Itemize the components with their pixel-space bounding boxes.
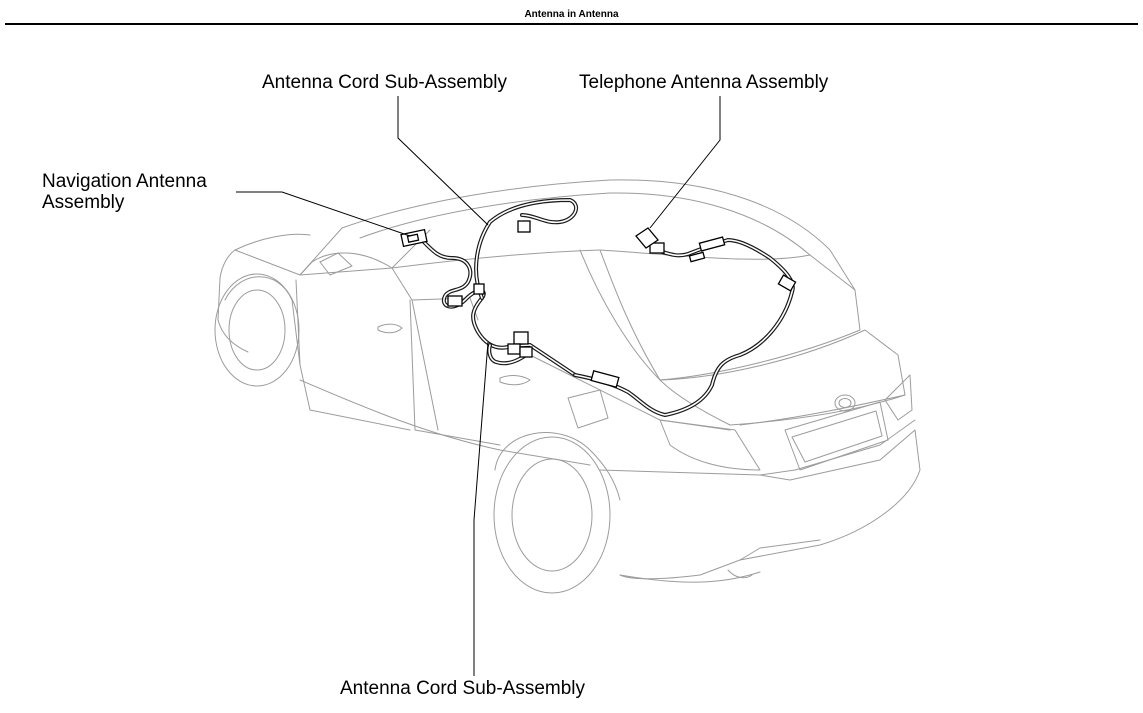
tail-light-right [884, 374, 913, 421]
front-door [295, 279, 411, 431]
connectors [400, 220, 797, 388]
windshield [299, 227, 431, 276]
connector-rear-inline [590, 370, 620, 388]
callout-navigation-antenna-line2: Assembly [42, 192, 125, 213]
rear-emblem [834, 394, 856, 412]
connector-telephone-3 [688, 251, 706, 263]
header-divider [5, 23, 1138, 25]
connector-nav-lower [447, 295, 463, 307]
callout-navigation-antenna-line1: Navigation Antenna [42, 171, 207, 192]
roof-inner-line [359, 192, 811, 256]
callout-telephone-antenna: Telephone Antenna Assembly [579, 72, 829, 93]
door-handle-front [377, 323, 403, 334]
leader-antenna-cord-bottom [473, 341, 489, 676]
side-sill [299, 379, 591, 466]
rear-wheel [493, 436, 611, 594]
front-wheel-arch [224, 276, 301, 366]
front-wheel [214, 273, 300, 387]
connector-rear-shelf [777, 274, 797, 292]
leader-telephone [649, 96, 721, 229]
telephone-antenna [635, 227, 659, 249]
connector-junction-2 [507, 343, 521, 355]
leader-navigation [236, 191, 411, 237]
license-plate-recess [784, 401, 889, 471]
connector-junction-3 [519, 346, 533, 358]
connector-telephone-2 [698, 236, 726, 252]
tail-light-left [659, 419, 761, 471]
rear-bumper [599, 429, 921, 580]
connector-roof [517, 220, 531, 233]
exhaust-area [739, 539, 821, 561]
rear-wheel-arch [494, 432, 621, 501]
fuel-door [567, 389, 609, 429]
callout-antenna-cord-top: Antenna Cord Sub-Assembly [262, 72, 508, 93]
door-handle-rear [499, 375, 531, 386]
leader-lines [236, 96, 721, 676]
connector-telephone-1 [649, 242, 665, 254]
front-bumper [217, 277, 249, 353]
side-window [299, 252, 479, 321]
connector-pillar-top [473, 283, 485, 295]
roof-outline [341, 179, 856, 291]
trunk-lid [659, 329, 906, 426]
page-title: Antenna in Antenna [524, 9, 619, 20]
leader-antenna-cord-top [397, 96, 489, 226]
callout-antenna-cord-bottom: Antenna Cord Sub-Assembly [340, 678, 586, 699]
connector-junction-1 [513, 331, 529, 345]
vehicle-outline [214, 179, 921, 594]
rear-door [409, 299, 501, 446]
rear-window [599, 249, 861, 381]
